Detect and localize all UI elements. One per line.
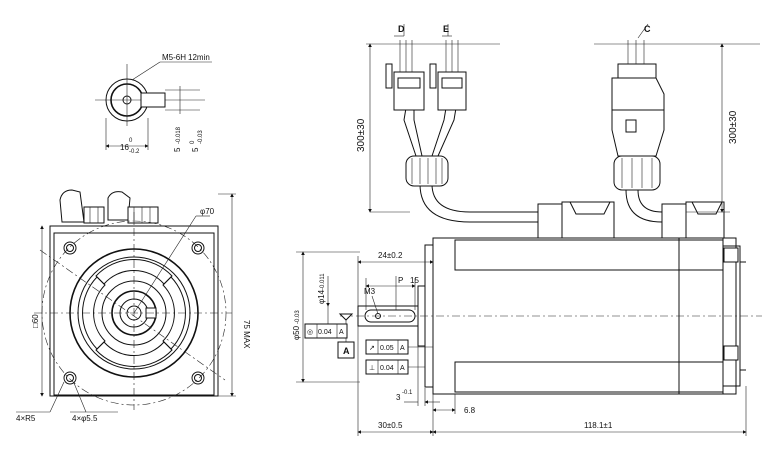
flange-side-label: □60 <box>31 314 40 328</box>
body-len-label: 118.1±1 <box>584 421 613 430</box>
key-len-label: 15 <box>410 276 419 285</box>
conc-symbol: ◎ <box>307 329 313 336</box>
datum-label: A <box>343 346 350 356</box>
key-width-tol-top: 0 <box>129 138 133 144</box>
shaft-total-label: 30±0.5 <box>378 421 403 430</box>
spigot-label: 6.8 <box>464 406 476 415</box>
runout-datum: A <box>400 345 405 352</box>
front-view <box>16 189 236 413</box>
conn-d-label: D <box>398 24 405 34</box>
pilot-dia-label: φ50 <box>292 325 301 340</box>
shaft-end-detail <box>95 61 212 150</box>
thread-depth-label: 12min <box>188 53 210 62</box>
runout-symbol: ↗ <box>369 345 375 352</box>
thread-m-label: M3 <box>364 287 376 296</box>
pilot-tol: -0.03 <box>295 310 301 324</box>
shaft-dia-label: φ14 <box>317 289 326 304</box>
runout-value: 0.05 <box>380 345 394 352</box>
key-h2-tol-bot: -0.03 <box>198 130 204 144</box>
p-mark-label: P <box>398 276 403 285</box>
conc-value: 0.04 <box>318 329 332 336</box>
perp-symbol: ⊥ <box>369 365 375 372</box>
perp-datum: A <box>400 365 405 372</box>
holes-label: 4×φ5.5 <box>72 414 98 423</box>
corner-r-label: 4×R5 <box>16 414 36 423</box>
pitch-dia-label: φ70 <box>200 207 215 216</box>
shaft-len-label: 24±0.2 <box>378 251 403 260</box>
key-h2-label: 5 <box>191 147 200 152</box>
thread-label: M5-6H <box>162 53 186 62</box>
key-h2-tol-top: 0 <box>190 140 196 144</box>
flange-thk-tol: -0.1 <box>402 390 413 396</box>
front-connectors <box>59 189 159 224</box>
flange-thk-label: 3 <box>396 393 401 402</box>
side-view <box>296 23 762 436</box>
max-height-label: 75 MAX <box>242 320 251 349</box>
conn-e-label: E <box>443 24 449 34</box>
key-h-label: 5 <box>173 147 182 152</box>
cable-len-left-label: 300±30 <box>356 118 367 152</box>
conc-datum: A <box>339 329 344 336</box>
shaft-dia-tol: -0.011 <box>320 273 326 290</box>
conn-c-label: C <box>644 24 651 34</box>
key-width-label: 16 <box>120 143 129 152</box>
key-h-tol: -0.018 <box>176 126 182 144</box>
perp-value: 0.04 <box>380 365 394 372</box>
cable-len-right-label: 300±30 <box>728 110 739 144</box>
key-width-tol-bot: -0.2 <box>129 149 140 155</box>
